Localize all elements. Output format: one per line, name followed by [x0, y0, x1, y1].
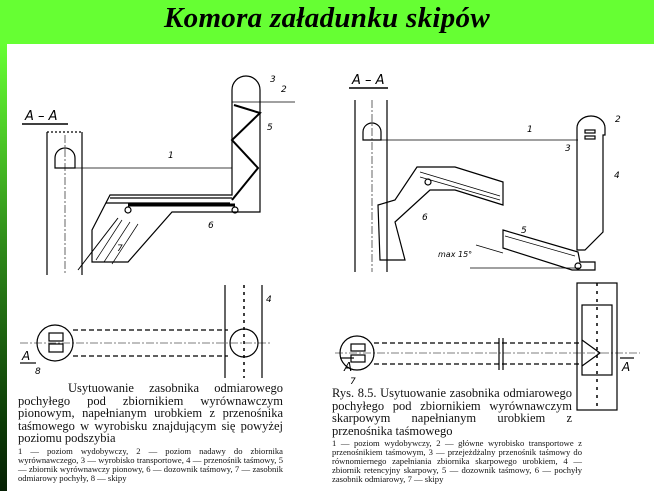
vertical-bunker-chute	[230, 104, 262, 201]
feeder-pulley	[231, 206, 239, 214]
left-section-view: A – A	[22, 75, 295, 275]
callout-7: 7	[117, 244, 123, 254]
callout-6: 6	[422, 213, 428, 223]
conveyor-symbol	[584, 129, 596, 134]
callout-8: 8	[35, 367, 41, 377]
left-callouts: 1 2 3 4 5 6 7 8	[35, 75, 287, 377]
left-caption-block: Usytuowanie zasobnika odmiarowego pochył…	[18, 382, 283, 483]
conveyor-symbol	[584, 135, 596, 140]
slide-title: Komora załadunku skipów	[164, 2, 490, 34]
callout-5: 5	[267, 123, 273, 133]
callout-2: 2	[615, 115, 621, 125]
left-plan-label: A	[21, 349, 30, 363]
left-caption: Usytuowanie zasobnika odmiarowego pochył…	[18, 381, 283, 445]
callout-7: 7	[350, 377, 356, 387]
callout-3: 3	[270, 75, 276, 85]
gallery-profile	[362, 122, 382, 141]
callout-2: 2	[281, 85, 287, 95]
feeder-pulley	[124, 206, 132, 214]
pulley	[424, 178, 432, 186]
right-section-view: A – A max 15°	[349, 73, 606, 272]
angle-label: max 15°	[438, 250, 472, 259]
callout-3: 3	[565, 144, 571, 154]
callout-4: 4	[266, 295, 272, 305]
callout-1: 1	[168, 151, 174, 161]
gallery-plan	[576, 282, 618, 411]
chamber-outline	[91, 75, 261, 263]
inclined-bunker	[77, 217, 119, 271]
left-accent-strip	[0, 44, 7, 491]
callout-5: 5	[521, 226, 527, 236]
right-plan-view: A A	[335, 282, 640, 411]
skip	[48, 343, 64, 353]
left-legend: 1 — poziom wydobywczy, 2 — poziom nadawy…	[18, 445, 283, 483]
left-section-label: A – A	[24, 109, 58, 124]
right-caption: Rys. 8.5. Usytuowanie zasobnika odmiarow…	[332, 386, 572, 438]
lower-feeder-drift	[502, 229, 596, 271]
inclined-bunker-hatching	[95, 219, 139, 265]
right-caption-block: Rys. 8.5. Usytuowanie zasobnika odmiarow…	[332, 386, 582, 484]
right-plan-label-left: A	[343, 360, 352, 374]
right-section-label: A – A	[351, 73, 385, 88]
conveyor-line	[504, 235, 576, 257]
callout-6: 6	[208, 221, 214, 231]
conveyor-line	[419, 176, 501, 201]
callout-4: 4	[614, 171, 620, 181]
callout-1: 1	[527, 125, 533, 135]
pulley	[574, 262, 582, 270]
right-callouts: 1 2 3 4 5 6 7	[350, 115, 621, 387]
conveyor-line	[419, 171, 501, 197]
right-legend: 1 — poziom wydobywczy, 2 — główne wyrobi…	[332, 438, 582, 484]
gallery-profile	[54, 147, 76, 169]
upper-conveyor-drift	[377, 166, 504, 261]
retention-bunker-outline	[576, 115, 606, 251]
right-plan-label-right: A	[621, 360, 630, 374]
angle-leg	[475, 244, 504, 254]
skip	[350, 343, 366, 352]
chute-plan	[581, 339, 602, 367]
title-bar: Komora załadunku skipów	[0, 0, 654, 44]
skip	[48, 332, 64, 342]
left-plan-view: A	[20, 285, 270, 378]
